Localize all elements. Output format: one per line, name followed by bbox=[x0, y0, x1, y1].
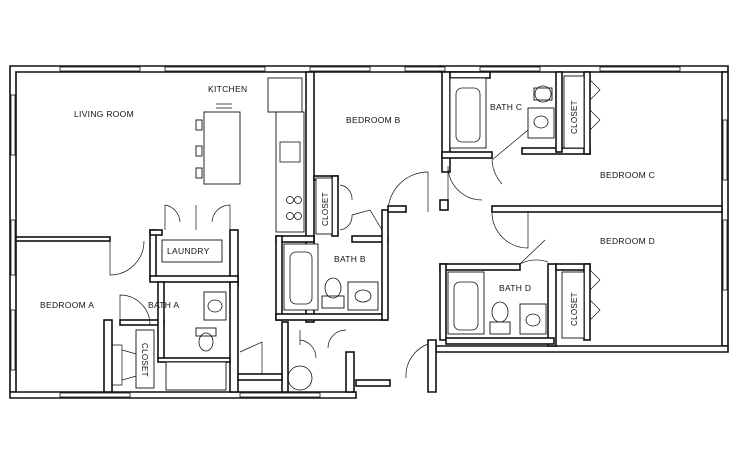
bath-fixtures bbox=[165, 77, 555, 391]
laundry-label: LAUNDRY bbox=[167, 246, 210, 256]
bath-d-label: BATH D bbox=[499, 283, 531, 293]
interior-walls bbox=[15, 71, 723, 393]
closet-b-label: CLOSET bbox=[321, 192, 330, 226]
bath-c-label: BATH C bbox=[490, 102, 522, 112]
closet-d-label: CLOSET bbox=[570, 292, 579, 326]
kitchen-label: KITCHEN bbox=[208, 84, 247, 94]
bedroom-a-label: BEDROOM A bbox=[40, 300, 94, 310]
closet-a-label: CLOSET bbox=[140, 343, 149, 377]
bath-b-label: BATH B bbox=[334, 254, 366, 264]
bedroom-d-label: BEDROOM D bbox=[600, 236, 655, 246]
closet-outlines bbox=[135, 75, 585, 389]
bedroom-c-label: BEDROOM C bbox=[600, 170, 655, 180]
windows bbox=[10, 66, 728, 398]
doors bbox=[109, 79, 601, 386]
living-room-label: LIVING ROOM bbox=[74, 109, 134, 119]
kitchen-fixtures bbox=[195, 77, 305, 233]
bath-a-label: BATH A bbox=[148, 300, 179, 310]
bedroom-b-label: BEDROOM B bbox=[346, 115, 401, 125]
closet-c-label: CLOSET bbox=[570, 100, 579, 134]
laundry-fixtures bbox=[161, 239, 223, 263]
